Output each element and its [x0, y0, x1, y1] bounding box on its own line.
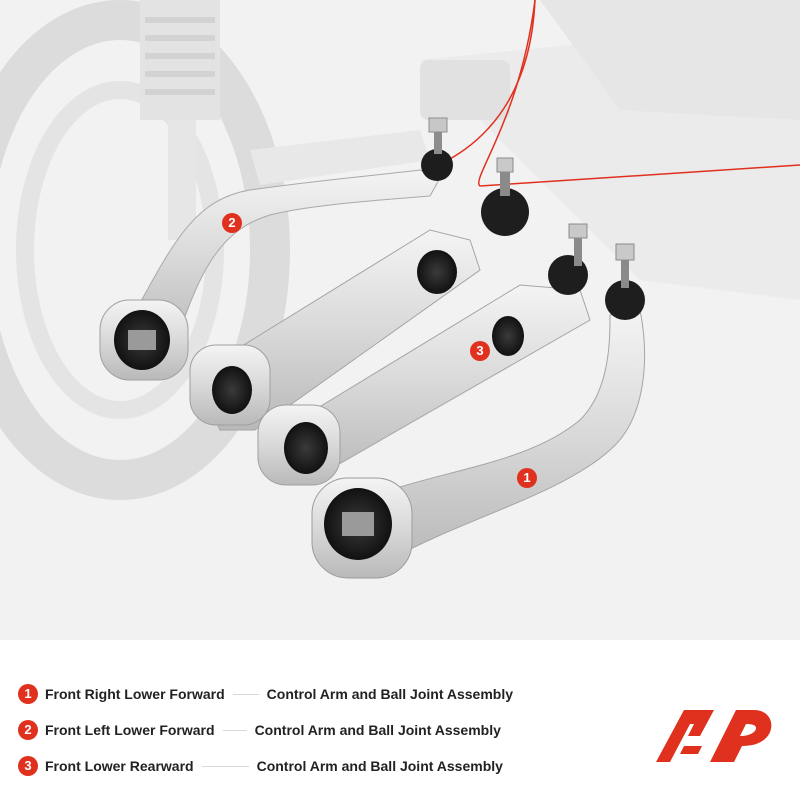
legend-divider-2: [222, 729, 247, 731]
legend-part-2: Control Arm and Ball Joint Assembly: [254, 722, 501, 738]
legend-number-1: 1: [18, 684, 38, 704]
legend-item-3: 3 Front Lower Rearward Control Arm and B…: [18, 748, 578, 784]
marker-1: 1: [517, 468, 537, 488]
legend-divider-3: [201, 765, 249, 767]
legend-item-1: 1 Front Right Lower Forward Control Arm …: [18, 676, 578, 712]
position-legend: 1 Front Right Lower Forward Control Arm …: [18, 676, 578, 784]
brand-logo-icon: [654, 708, 774, 764]
legend-item-2: 2 Front Left Lower Forward Control Arm a…: [18, 712, 578, 748]
legend-number-3: 3: [18, 756, 38, 776]
legend-part-3: Control Arm and Ball Joint Assembly: [256, 758, 503, 774]
marker-3: 3: [470, 341, 490, 361]
legend-position-3: Front Lower Rearward: [45, 758, 194, 774]
legend-position-2: Front Left Lower Forward: [45, 722, 215, 738]
marker-2: 2: [222, 213, 242, 233]
legend-part-1: Control Arm and Ball Joint Assembly: [266, 686, 513, 702]
legend-number-2: 2: [18, 720, 38, 740]
product-photo: 2 3 1: [0, 0, 800, 640]
control-arm-illustration: [0, 0, 800, 640]
legend-divider-1: [232, 693, 259, 695]
legend-position-1: Front Right Lower Forward: [45, 686, 225, 702]
